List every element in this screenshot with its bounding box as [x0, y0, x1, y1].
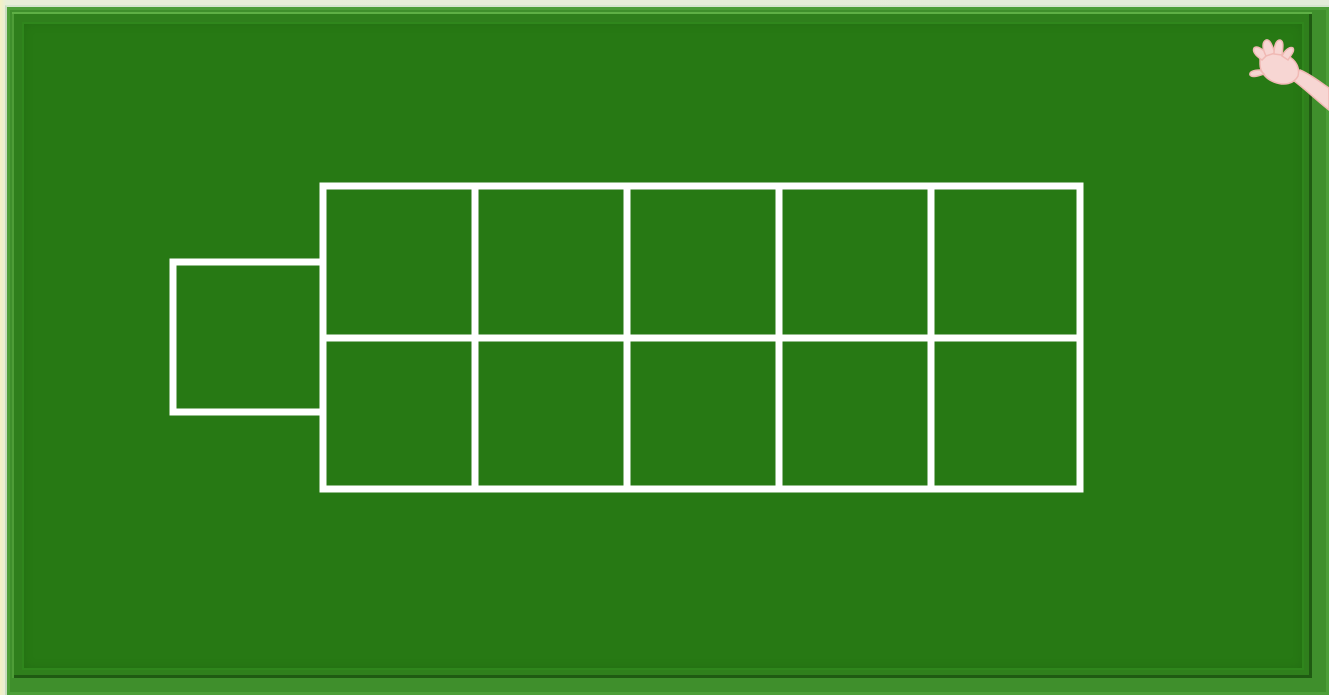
grid-cell-r1-c2[interactable] — [475, 186, 627, 338]
grid-cell-r2-c3[interactable] — [627, 338, 779, 489]
grid-cell-r1-c4[interactable] — [779, 186, 931, 338]
pointing-hand-icon — [1240, 30, 1329, 120]
grid-cell-r1-c1[interactable] — [323, 186, 475, 338]
extra-cell[interactable] — [173, 262, 323, 412]
grid-cell-r1-c3[interactable] — [627, 186, 779, 338]
grid-cell-r2-c2[interactable] — [475, 338, 627, 489]
grid-cell-r2-c1[interactable] — [323, 338, 475, 489]
grid-cell-r1-c5[interactable] — [931, 186, 1080, 338]
grid-cell-r2-c5[interactable] — [931, 338, 1080, 489]
grid-cell-r2-c4[interactable] — [779, 338, 931, 489]
